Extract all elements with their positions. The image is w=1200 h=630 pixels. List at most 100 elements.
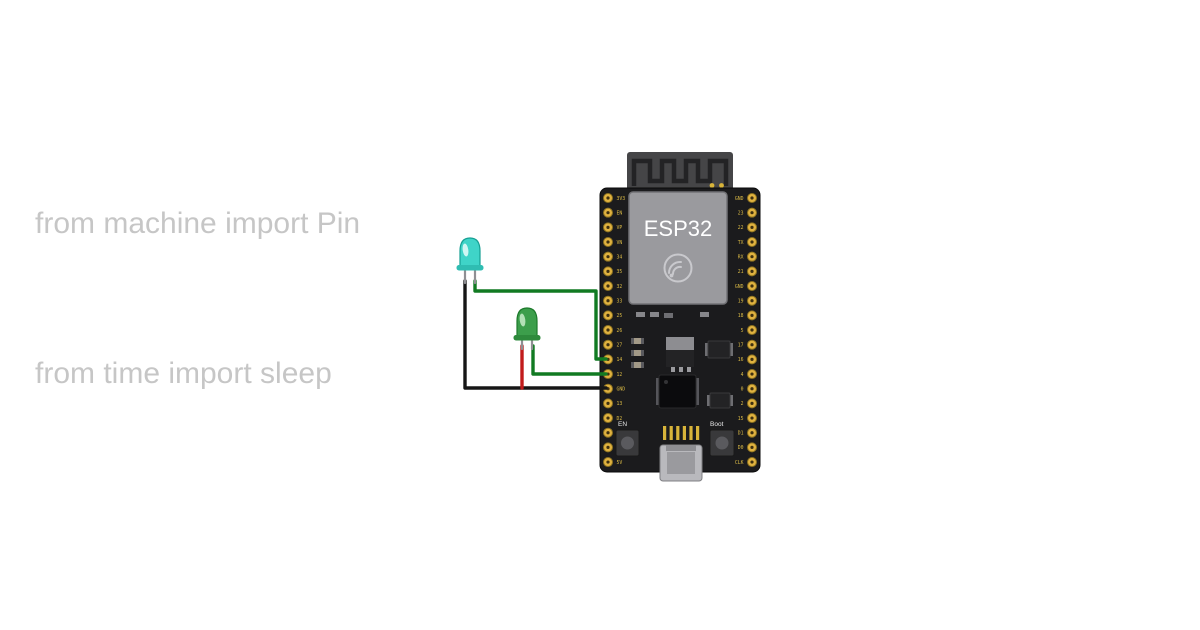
pin-hole-icon (606, 211, 610, 215)
pin-hole-icon (750, 269, 754, 273)
pin-hole-icon (606, 460, 610, 464)
espressif-logo-icon (663, 253, 693, 283)
led1-highlight (462, 243, 469, 257)
pin-label: D0 (738, 445, 744, 451)
led2-body[interactable] (516, 307, 538, 337)
pin-label: 2 (741, 401, 744, 407)
pin-label: VN (617, 240, 623, 246)
pin-label: D2 (617, 416, 623, 422)
pin-hole-icon (750, 343, 754, 347)
pin-hole-icon (750, 196, 754, 200)
pin-hole-icon (750, 445, 754, 449)
pin-label: EN (617, 210, 623, 216)
gold-pads (663, 426, 700, 440)
antenna-section (627, 152, 733, 192)
wire-led1-signal[interactable] (473, 279, 608, 361)
pin-hole-icon (750, 240, 754, 244)
pin-label: 19 (738, 298, 744, 304)
led2-flange (513, 335, 541, 341)
pin-label: 4 (741, 372, 744, 378)
wire-led2-signal[interactable] (531, 344, 608, 376)
pin-label: 15 (738, 416, 744, 422)
smd-components-top (636, 312, 709, 318)
pin-label: 27 (617, 343, 623, 349)
esp32-board[interactable]: 3V3ENVPVN343532332526271412GND13D2D3CMD5… (599, 152, 761, 482)
pin-hole-icon (750, 255, 754, 259)
code-line: from machine import Pin (35, 207, 361, 240)
code-editor: from machine import Pin from time import… (35, 64, 360, 630)
main-chip (656, 374, 699, 409)
led1-flange (456, 265, 484, 271)
pin-label: 13 (617, 401, 623, 407)
module-label: ESP32 (644, 216, 713, 241)
ic-chip-right-bottom (707, 392, 733, 409)
pin-hole-icon (750, 328, 754, 332)
pin-hole-icon (606, 445, 610, 449)
en-button-label: EN (618, 421, 627, 428)
pin-hole-icon (606, 328, 610, 332)
pin-hole-icon (750, 387, 754, 391)
pin-hole-icon (606, 343, 610, 347)
led2-highlight (519, 313, 526, 327)
led1-body[interactable] (459, 237, 481, 267)
wire-gnd[interactable] (463, 279, 608, 390)
pin-hole-icon (606, 431, 610, 435)
rf-shield: ESP32 (628, 191, 728, 305)
pin-label: 32 (617, 284, 623, 290)
pin-label: 17 (738, 343, 744, 349)
pin-hole-icon (750, 372, 754, 376)
usb-connector (659, 444, 703, 482)
pin-label: 14 (617, 357, 623, 363)
left-pin-column: 3V3ENVPVN343532332526271412GND13D2D3CMD5… (603, 193, 626, 468)
en-button[interactable]: EN (615, 421, 640, 457)
pin-hole-icon (750, 357, 754, 361)
pin-label: 5 (741, 328, 744, 334)
pin-hole-icon (750, 211, 754, 215)
pin-label: 3V3 (617, 196, 626, 202)
pin-label: CLK (735, 460, 744, 466)
pin-label: 0 (741, 387, 744, 393)
led2-green[interactable] (513, 307, 541, 351)
pin-label: RX (738, 254, 744, 260)
boot-button[interactable]: Boot (709, 421, 735, 457)
pin-hole-icon (750, 416, 754, 420)
pin-hole-icon (606, 225, 610, 229)
pin-hole-icon (750, 460, 754, 464)
pin-label: 33 (617, 298, 623, 304)
pin-label: 22 (738, 225, 744, 231)
antenna-trace-icon (631, 158, 729, 186)
pin-label: D1 (738, 431, 744, 437)
pin-hole-icon (606, 240, 610, 244)
voltage-regulator (666, 337, 694, 372)
ic-chip-right-top (705, 340, 733, 359)
pin-hole-icon (606, 401, 610, 405)
pin-label: GND (617, 387, 626, 393)
pin-label: 21 (738, 269, 744, 275)
pin-hole-icon (750, 225, 754, 229)
wires (463, 279, 608, 390)
led1-cyan[interactable] (456, 237, 484, 285)
pin-hole-icon (606, 299, 610, 303)
capacitor-cluster (631, 338, 644, 368)
pin-label: TX (738, 240, 744, 246)
pin-label: VP (617, 225, 623, 231)
pin-hole-icon (750, 284, 754, 288)
pin-hole-icon (606, 196, 610, 200)
pin-label: 16 (738, 357, 744, 363)
pin-label: 25 (617, 313, 623, 319)
pin-hole-icon (606, 284, 610, 288)
pin-label: 23 (738, 210, 744, 216)
boot-button-label: Boot (710, 421, 724, 428)
pin-hole-icon (606, 255, 610, 259)
pin-label: 12 (617, 372, 623, 378)
pin-hole-icon (606, 269, 610, 273)
code-line: from time import sleep (35, 357, 332, 390)
pin-label: GND (735, 284, 744, 290)
pin-hole-icon (750, 401, 754, 405)
pin-hole-icon (606, 313, 610, 317)
pin-label: 26 (617, 328, 623, 334)
pin-label: GND (735, 196, 744, 202)
